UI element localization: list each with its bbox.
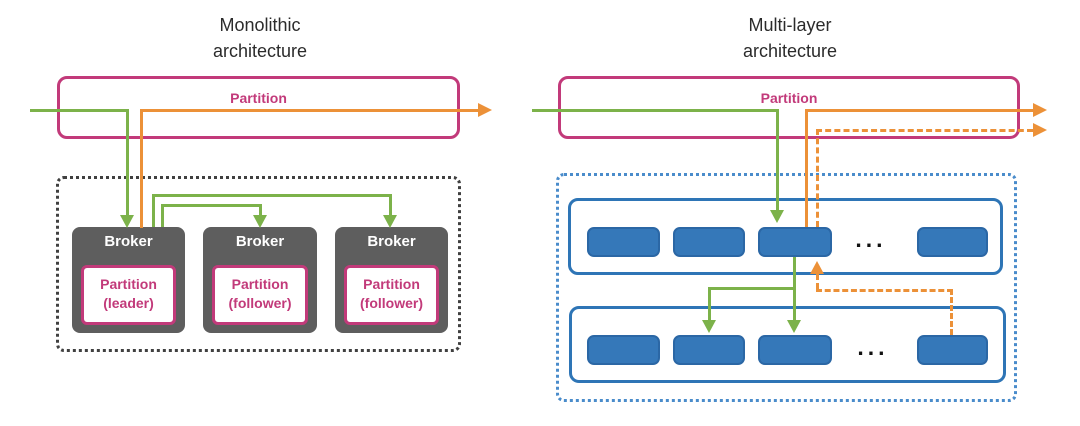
ml-replicate-main-arrowhead-icon	[787, 320, 801, 333]
multilayer-title: Multi-layer architecture	[690, 12, 890, 64]
ml-layer1-cell	[917, 227, 988, 257]
ml-read-out-vline	[805, 109, 808, 227]
mono-replicate-outer-vline-up	[152, 194, 155, 227]
mono-replicate-outer-arrowhead-icon	[383, 215, 397, 228]
broker-label: Broker	[367, 233, 416, 250]
ml-write-in-vline	[776, 109, 779, 210]
broker-label: Broker	[235, 233, 285, 250]
ml-replicate-branch-arrowhead-icon	[702, 320, 716, 333]
mono-replicate-outer-hline	[152, 194, 392, 197]
ml-layer2-ellipsis: ...	[857, 334, 889, 360]
mono-cluster-dotted-box	[56, 176, 461, 352]
mono-write-in-vline	[126, 109, 129, 215]
mono-replicate-inner-vline-down	[259, 204, 262, 215]
ml-cluster-dotted-box	[556, 173, 1017, 402]
ml-read-dashed-arrowhead-right-icon	[1033, 123, 1047, 137]
ml-layer1-cell	[758, 227, 832, 257]
ml-write-arrowhead-down-icon	[770, 210, 784, 223]
ml-read-dashed-vline	[816, 129, 819, 227]
ml-replicate-branch-hline	[708, 287, 796, 290]
mono-write-in-hline	[30, 109, 127, 112]
ml-fetch-dashed-arrowhead-up-icon	[810, 261, 824, 274]
multilayer-title-line1: Multi-layer	[748, 15, 832, 35]
ml-layer1-cell	[673, 227, 745, 257]
ml-partition-box: Partition	[558, 76, 1020, 139]
ml-read-arrowhead-right-icon	[1033, 103, 1047, 117]
mono-partition-box: Partition	[57, 76, 460, 139]
broker-partition-line1: Partition	[231, 276, 289, 292]
broker-partition-leader-box: Partition (leader)	[81, 265, 176, 325]
ml-read-out-hline	[805, 109, 1033, 112]
monolithic-title-line1: Monolithic	[219, 15, 301, 35]
mono-replicate-inner-hline	[161, 204, 262, 207]
monolithic-title: Monolithic architecture	[160, 12, 360, 64]
multilayer-title-line2: architecture	[742, 41, 838, 61]
mono-read-out-hline	[140, 109, 478, 112]
ml-layer1-cell	[587, 227, 660, 257]
mono-replicate-outer-vline-down	[389, 194, 392, 215]
ml-read-dashed-hline	[816, 129, 1033, 132]
ml-layer2-cell	[673, 335, 745, 365]
broker-partition-follower-box: Partition (follower)	[344, 265, 439, 325]
ml-layer2-cell	[587, 335, 660, 365]
broker-partition-line2: (follower)	[360, 295, 423, 311]
broker-partition-follower-box: Partition (follower)	[212, 265, 308, 325]
ml-fetch-dashed-vline-down	[950, 289, 953, 335]
ml-layer2-cell	[917, 335, 988, 365]
broker-box-follower-2: Broker Partition (follower)	[335, 227, 448, 333]
mono-replicate-inner-vline-up	[161, 204, 164, 227]
mono-replicate-inner-arrowhead-icon	[253, 215, 267, 228]
ml-fetch-dashed-hline	[816, 289, 953, 292]
ml-layer1-ellipsis: ...	[855, 226, 887, 252]
broker-label: Broker	[104, 233, 153, 250]
mono-partition-label: Partition	[230, 90, 287, 106]
broker-partition-line1: Partition	[363, 276, 420, 292]
mono-read-arrowhead-right-icon	[478, 103, 492, 117]
mono-read-out-vline	[140, 109, 143, 228]
broker-partition-line1: Partition	[100, 276, 157, 292]
broker-box-follower-1: Broker Partition (follower)	[203, 227, 317, 333]
broker-partition-line2: (leader)	[103, 295, 154, 311]
broker-partition-line2: (follower)	[228, 295, 292, 311]
ml-layer2-cell	[758, 335, 832, 365]
monolithic-title-line2: architecture	[212, 41, 308, 61]
ml-partition-label: Partition	[760, 90, 818, 106]
mono-write-arrowhead-down-icon	[120, 215, 134, 228]
ml-fetch-dashed-vline-up	[816, 274, 819, 289]
broker-box-leader: Broker Partition (leader)	[72, 227, 185, 333]
ml-replicate-branch-vline	[708, 287, 711, 320]
ml-write-in-hline	[532, 109, 777, 112]
